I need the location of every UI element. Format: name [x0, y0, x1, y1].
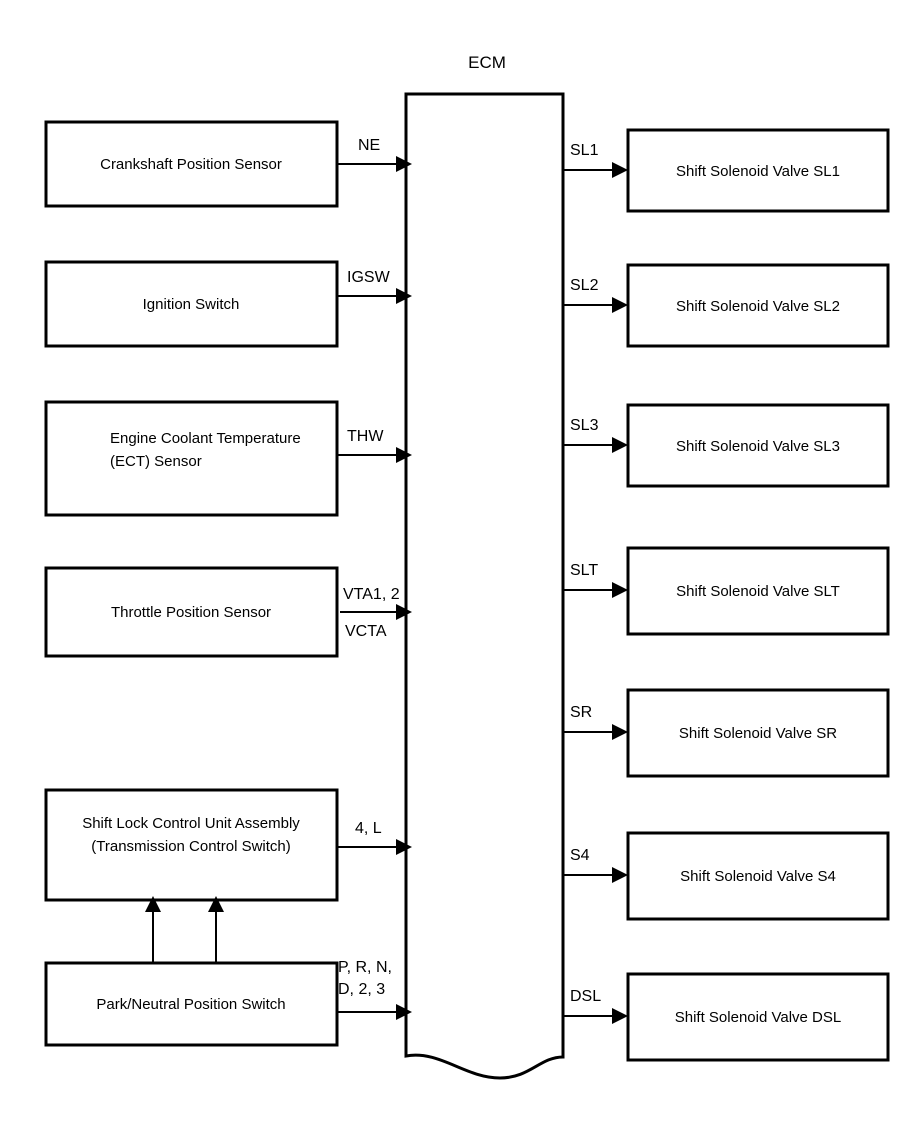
arrowhead-shift-solenoid-valve-sl3: [612, 437, 628, 453]
box-label-shift-solenoid-valve-sl2: Shift Solenoid Valve SL2: [676, 298, 840, 315]
signal-label-4-l: 4, L: [355, 820, 382, 837]
box-label-shift-solenoid-valve-dsl: Shift Solenoid Valve DSL: [675, 1009, 842, 1026]
arrowhead-shift-solenoid-valve-dsl: [612, 1008, 628, 1024]
output-group-shift-solenoid-valve-sl2[interactable]: Shift Solenoid Valve SL2 SL2: [563, 263, 890, 348]
box-ignition-switch[interactable]: [44, 260, 339, 348]
box-shift-solenoid-valve-sl3[interactable]: [626, 403, 890, 488]
arrowhead-pnp-to-shift-lock-right: [208, 896, 224, 912]
input-group-engine-coolant-temperature-sensor[interactable]: Engine Coolant Temperature (ECT) Sensor …: [44, 400, 412, 517]
box-crankshaft-position-sensor[interactable]: [44, 120, 339, 208]
arrowhead-shift-solenoid-valve-slt: [612, 582, 628, 598]
box-park-neutral-position-switch[interactable]: [44, 961, 339, 1047]
arrowhead-throttle-position-sensor: [396, 604, 412, 620]
box-label-engine-coolant-temperature-sensor-line2: (ECT) Sensor: [110, 453, 202, 470]
box-label-shift-solenoid-valve-sl1: Shift Solenoid Valve SL1: [676, 163, 840, 180]
ecm-column: [404, 92, 565, 1080]
output-group-shift-solenoid-valve-sl3[interactable]: Shift Solenoid Valve SL3 SL3: [563, 403, 890, 488]
box-shift-solenoid-valve-dsl[interactable]: [626, 972, 890, 1062]
arrowhead-park-neutral-position-switch: [396, 1004, 412, 1020]
arrowhead-shift-solenoid-valve-sl2: [612, 297, 628, 313]
box-engine-coolant-temperature-sensor[interactable]: [44, 400, 339, 517]
signal-label-thw: THW: [347, 428, 384, 445]
box-label-shift-lock-control-unit-assembly-line1: Shift Lock Control Unit Assembly: [82, 815, 300, 832]
signal-label-slt: SLT: [570, 562, 598, 579]
box-shift-solenoid-valve-slt[interactable]: [626, 546, 890, 636]
internal-link-pnp-to-shift-lock-left: [145, 896, 161, 963]
output-group-shift-solenoid-valve-sl1[interactable]: Shift Solenoid Valve SL1 SL1: [563, 128, 890, 213]
arrowhead-ignition-switch: [396, 288, 412, 304]
arrowhead-shift-lock-control-unit-assembly: [396, 839, 412, 855]
box-shift-solenoid-valve-sl1[interactable]: [626, 128, 890, 213]
arrowhead-engine-coolant-temperature-sensor: [396, 447, 412, 463]
box-label-ignition-switch: Ignition Switch: [143, 296, 240, 313]
signal-label-sr: SR: [570, 704, 592, 721]
input-group-crankshaft-position-sensor[interactable]: Crankshaft Position Sensor NE: [44, 120, 412, 208]
output-group-shift-solenoid-valve-s4[interactable]: Shift Solenoid Valve S4 S4: [563, 831, 890, 921]
box-label-shift-lock-control-unit-assembly-line2: (Transmission Control Switch): [91, 838, 291, 855]
output-group-shift-solenoid-valve-sr[interactable]: Shift Solenoid Valve SR SR: [563, 688, 890, 778]
signal-label-igsw: IGSW: [347, 269, 391, 286]
signal-label-sl2: SL2: [570, 277, 599, 294]
signal-label-vcta: VCTA: [345, 623, 387, 640]
output-group-shift-solenoid-valve-dsl[interactable]: Shift Solenoid Valve DSL DSL: [563, 972, 890, 1062]
signal-label-d-2-3: D, 2, 3: [338, 981, 385, 998]
input-group-shift-lock-control-unit-assembly[interactable]: Shift Lock Control Unit Assembly (Transm…: [44, 788, 412, 902]
signal-label-dsl: DSL: [570, 988, 601, 1005]
arrowhead-crankshaft-position-sensor: [396, 156, 412, 172]
box-label-throttle-position-sensor: Throttle Position Sensor: [111, 604, 271, 621]
signal-label-vta1-2: VTA1, 2: [343, 586, 400, 603]
box-shift-solenoid-valve-sr[interactable]: [626, 688, 890, 778]
box-label-shift-solenoid-valve-s4: Shift Solenoid Valve S4: [680, 868, 836, 885]
signal-label-ne: NE: [358, 137, 380, 154]
box-label-shift-solenoid-valve-sl3: Shift Solenoid Valve SL3: [676, 438, 840, 455]
output-group-shift-solenoid-valve-slt[interactable]: Shift Solenoid Valve SLT SLT: [563, 546, 890, 636]
box-label-shift-solenoid-valve-sr: Shift Solenoid Valve SR: [679, 725, 837, 742]
box-shift-solenoid-valve-sl2[interactable]: [626, 263, 890, 348]
signal-label-p-r-n: P, R, N,: [338, 959, 392, 976]
arrowhead-shift-solenoid-valve-sr: [612, 724, 628, 740]
box-label-park-neutral-position-switch: Park/Neutral Position Switch: [96, 996, 285, 1013]
box-shift-lock-control-unit-assembly[interactable]: [44, 788, 339, 902]
signal-label-sl3: SL3: [570, 417, 599, 434]
box-throttle-position-sensor[interactable]: [44, 566, 339, 658]
signal-label-s4: S4: [570, 847, 590, 864]
input-group-park-neutral-position-switch[interactable]: Park/Neutral Position Switch P, R, N, D,…: [44, 959, 412, 1047]
arrowhead-pnp-to-shift-lock-left: [145, 896, 161, 912]
arrowhead-shift-solenoid-valve-sl1: [612, 162, 628, 178]
box-label-crankshaft-position-sensor: Crankshaft Position Sensor: [100, 156, 282, 173]
ecm-title: ECM: [468, 53, 506, 72]
arrowhead-shift-solenoid-valve-s4: [612, 867, 628, 883]
input-group-ignition-switch[interactable]: Ignition Switch IGSW: [44, 260, 412, 348]
box-label-shift-solenoid-valve-slt: Shift Solenoid Valve SLT: [676, 583, 840, 600]
box-shift-solenoid-valve-s4[interactable]: [626, 831, 890, 921]
input-group-throttle-position-sensor[interactable]: Throttle Position Sensor VTA1, 2 VCTA: [44, 566, 412, 658]
box-label-engine-coolant-temperature-sensor-line1: Engine Coolant Temperature: [110, 430, 301, 447]
signal-label-sl1: SL1: [570, 142, 599, 159]
internal-link-pnp-to-shift-lock-right: [208, 896, 224, 963]
